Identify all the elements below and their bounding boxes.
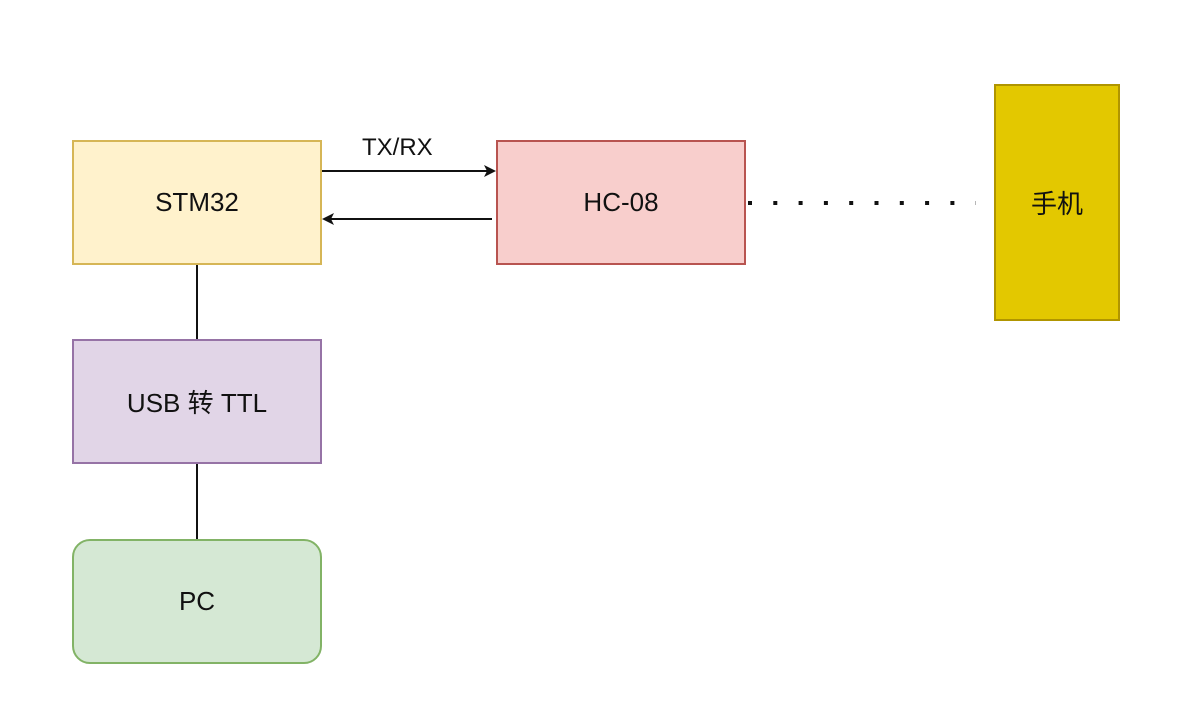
phone-label: 手机 — [1030, 189, 1083, 219]
usb-ttl-node: USB 转 TTL — [72, 339, 322, 464]
stm32-label: STM32 — [155, 187, 239, 217]
txrx-edge-label: TX/RX — [362, 134, 433, 161]
pc-node: PC — [72, 539, 322, 664]
stm32-node: STM32 — [72, 140, 322, 265]
hc08-label: HC-08 — [583, 187, 659, 217]
usb-ttl-label: USB 转 TTL — [126, 388, 268, 418]
phone-node: 手机 — [994, 84, 1120, 321]
hc08-node: HC-08 — [496, 140, 746, 265]
pc-label: PC — [178, 586, 216, 616]
